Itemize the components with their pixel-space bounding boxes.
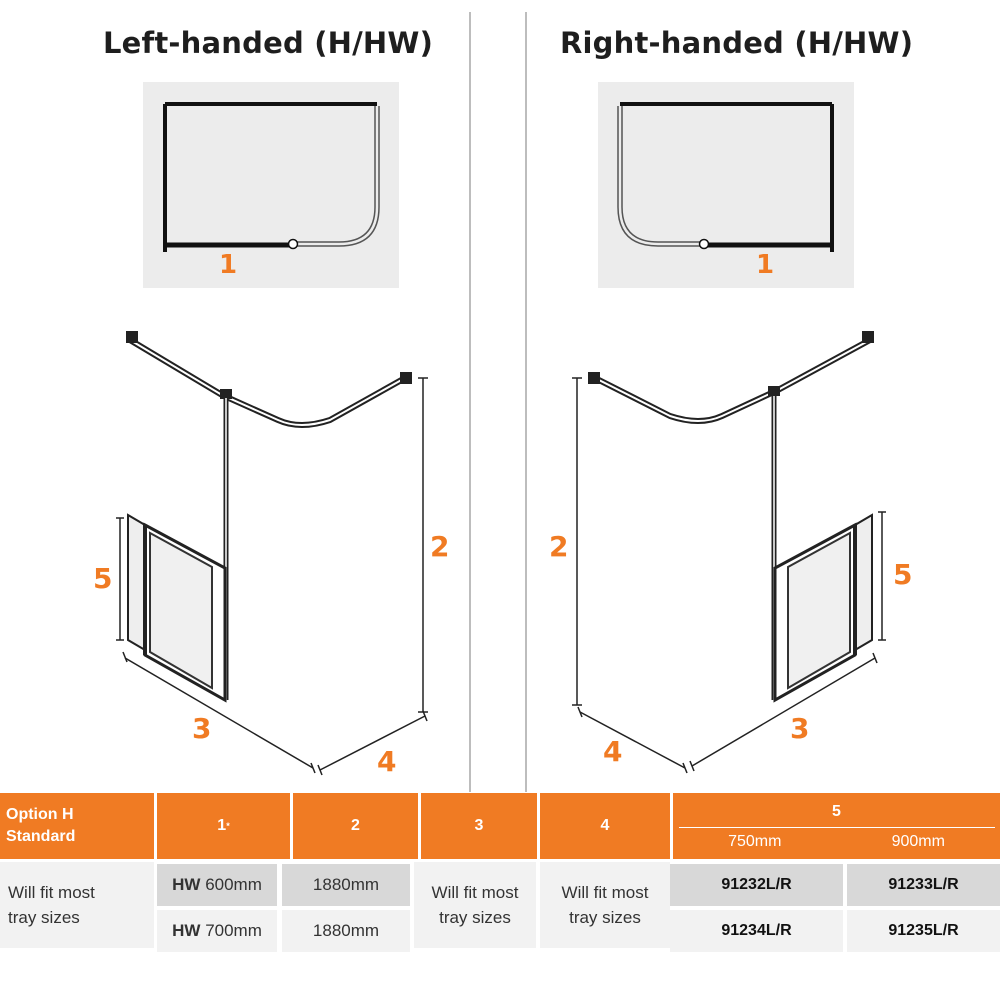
header-col-1-note: * [226, 821, 230, 831]
header-col-2: 2 [293, 793, 418, 859]
right-3d-diagram [572, 331, 886, 774]
row2-col2: 1880mm [282, 910, 410, 952]
row1-col2: 1880mm [282, 864, 410, 906]
header-col-4: 4 [540, 793, 670, 859]
left-3d-diagram [116, 331, 428, 776]
row1-size: 600mm [205, 875, 262, 894]
divider-left [469, 12, 471, 792]
divider-right [525, 12, 527, 792]
right-dim-2: 2 [549, 530, 569, 563]
header-option: Option H Standard [0, 793, 154, 859]
right-dim-5: 5 [893, 558, 913, 591]
right-plan-view: 1 [598, 82, 854, 288]
right-panel-title: Right-handed (H/HW) [560, 26, 914, 60]
header-col-3: 3 [421, 793, 537, 859]
left-dim-2: 2 [430, 530, 450, 563]
right-plan-label: 1 [756, 250, 775, 280]
header-col-5: 5 750mm 900mm [673, 793, 1000, 859]
header-sub-900: 900mm [891, 832, 945, 850]
code-750-row2: 91234L/R [670, 910, 843, 952]
row1-hw: HW [172, 875, 201, 894]
left-plan-view: 1 [143, 82, 399, 288]
right-plan-drawing [617, 102, 834, 252]
left-plan-label: 1 [219, 250, 238, 280]
right-dim-4: 4 [603, 735, 623, 768]
right-dim-3: 3 [790, 712, 810, 745]
code-750-row1: 91232L/R [670, 864, 843, 906]
left-dim-4: 4 [377, 745, 397, 778]
code-900-row2: 91235L/R [847, 910, 1000, 952]
row2-col1: HW 700mm [157, 910, 277, 952]
code-900-row1: 91233L/R [847, 864, 1000, 906]
left-dim-3: 3 [192, 712, 212, 745]
header-col-5-subs: 750mm 900mm [673, 828, 1000, 856]
row1-col1: HW 600mm [157, 864, 277, 906]
left-dim-5: 5 [93, 562, 113, 595]
left-panel-title: Left-handed (H/HW) [103, 26, 434, 60]
header-col-1-label: 1 [217, 817, 227, 834]
header-sub-750: 750mm [728, 832, 782, 850]
row-label: Will fit most tray sizes [0, 862, 154, 948]
col4-note: Will fit most tray sizes [540, 862, 670, 948]
row2-hw: HW [172, 921, 201, 940]
header-col-5-label: 5 [832, 802, 841, 820]
left-plan-drawing [163, 102, 380, 252]
header-col-5-rule [678, 826, 995, 828]
row2-size: 700mm [205, 921, 262, 940]
col3-note: Will fit most tray sizes [414, 862, 536, 948]
header-col-1: 1* [157, 793, 290, 859]
